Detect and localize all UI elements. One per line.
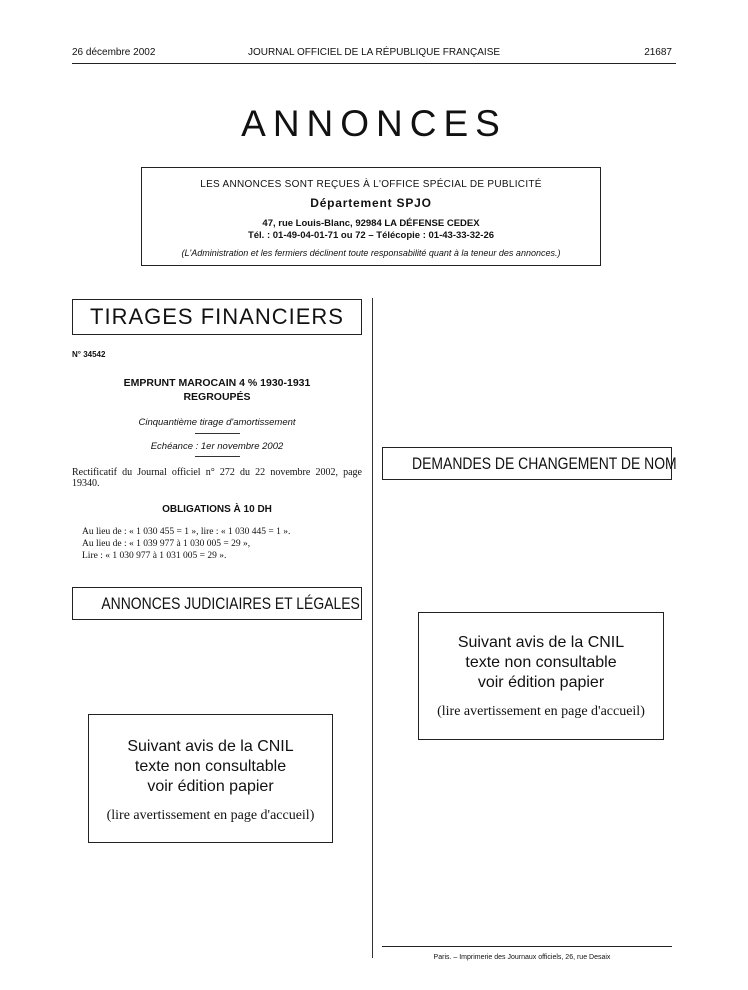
notice-box: LES ANNONCES SONT REÇUES À L'OFFICE SPÉC… [141,167,601,266]
cnil-warning: (lire avertissement en page d'accueil) [437,704,645,719]
section-heading-tirages: TIRAGES FINANCIERS [72,299,362,335]
cnil-line: voir édition papier [477,674,605,691]
column-divider [372,298,373,958]
separator-rule [195,433,240,434]
cnil-warning: (lire avertissement en page d'accueil) [106,808,315,823]
correction-line: Lire : « 1 030 977 à 1 031 005 = 29 ». [82,551,227,561]
notice-disclaimer: (L'Administration et les fermiers déclin… [181,248,561,258]
cnil-line: texte non consultable [134,758,287,775]
notice-phone: Tél. : 01-49-04-01-71 ou 72 – Télécopie … [247,230,495,241]
cnil-line: Suivant avis de la CNIL [457,634,625,651]
separator-rule [195,456,240,457]
corrections-list: Au lieu de : « 1 030 455 = 1 », lire : «… [82,526,362,562]
emprunt-title-line1: EMPRUNT MAROCAIN 4 % 1930-1931 [123,377,311,389]
cnil-line: texte non consultable [465,654,617,671]
announcement-number: N° 34542 [72,350,106,359]
header-date: 26 décembre 2002 [72,47,156,58]
section-heading-demandes: DEMANDES DE CHANGEMENT DE NOM [382,447,677,480]
cnil-line: Suivant avis de la CNIL [127,738,294,755]
emprunt-title: EMPRUNT MAROCAIN 4 % 1930-1931 REGROUPÉS [72,376,362,404]
notice-department: Département SPJO [310,196,432,210]
header-rule [72,63,676,64]
notice-address: 47, rue Louis-Blanc, 92984 LA DÉFENSE CE… [262,218,480,229]
cnil-notice-box: Suivant avis de la CNIL texte non consul… [88,714,333,843]
correction-line: Au lieu de : « 1 030 455 = 1 », lire : «… [82,527,291,537]
echeance-line: Echéance : 1er novembre 2002 [150,441,284,452]
cnil-notice-box: Suivant avis de la CNIL texte non consul… [418,612,664,740]
printer-footer: Paris. – Imprimerie des Journaux officie… [433,954,611,961]
footer-rule [382,946,672,947]
header-page-number: 21687 [644,47,672,58]
section-heading-label: DEMANDES DE CHANGEMENT DE NOM [412,454,677,473]
rectificatif-text: Rectificatif du Journal officiel n° 272 … [72,467,362,489]
section-heading-label: TIRAGES FINANCIERS [90,304,344,329]
obligations-heading: OBLIGATIONS À 10 DH [162,504,272,515]
tirage-subtitle: Cinquantième tirage d'amortissement [138,417,296,428]
cnil-line: voir édition papier [147,778,274,795]
section-heading-annonces-judiciaires: ANNONCES JUDICIAIRES ET LÉGALES [72,587,362,620]
page-title: ANNONCES [241,103,507,144]
header-journal-title: JOURNAL OFFICIEL DE LA RÉPUBLIQUE FRANÇA… [247,47,501,58]
notice-line: LES ANNONCES SONT REÇUES À L'OFFICE SPÉC… [200,179,542,190]
correction-line: Au lieu de : « 1 039 977 à 1 030 005 = 2… [82,539,251,549]
section-heading-label: ANNONCES JUDICIAIRES ET LÉGALES [101,594,360,613]
emprunt-title-line2: REGROUPÉS [183,391,251,403]
